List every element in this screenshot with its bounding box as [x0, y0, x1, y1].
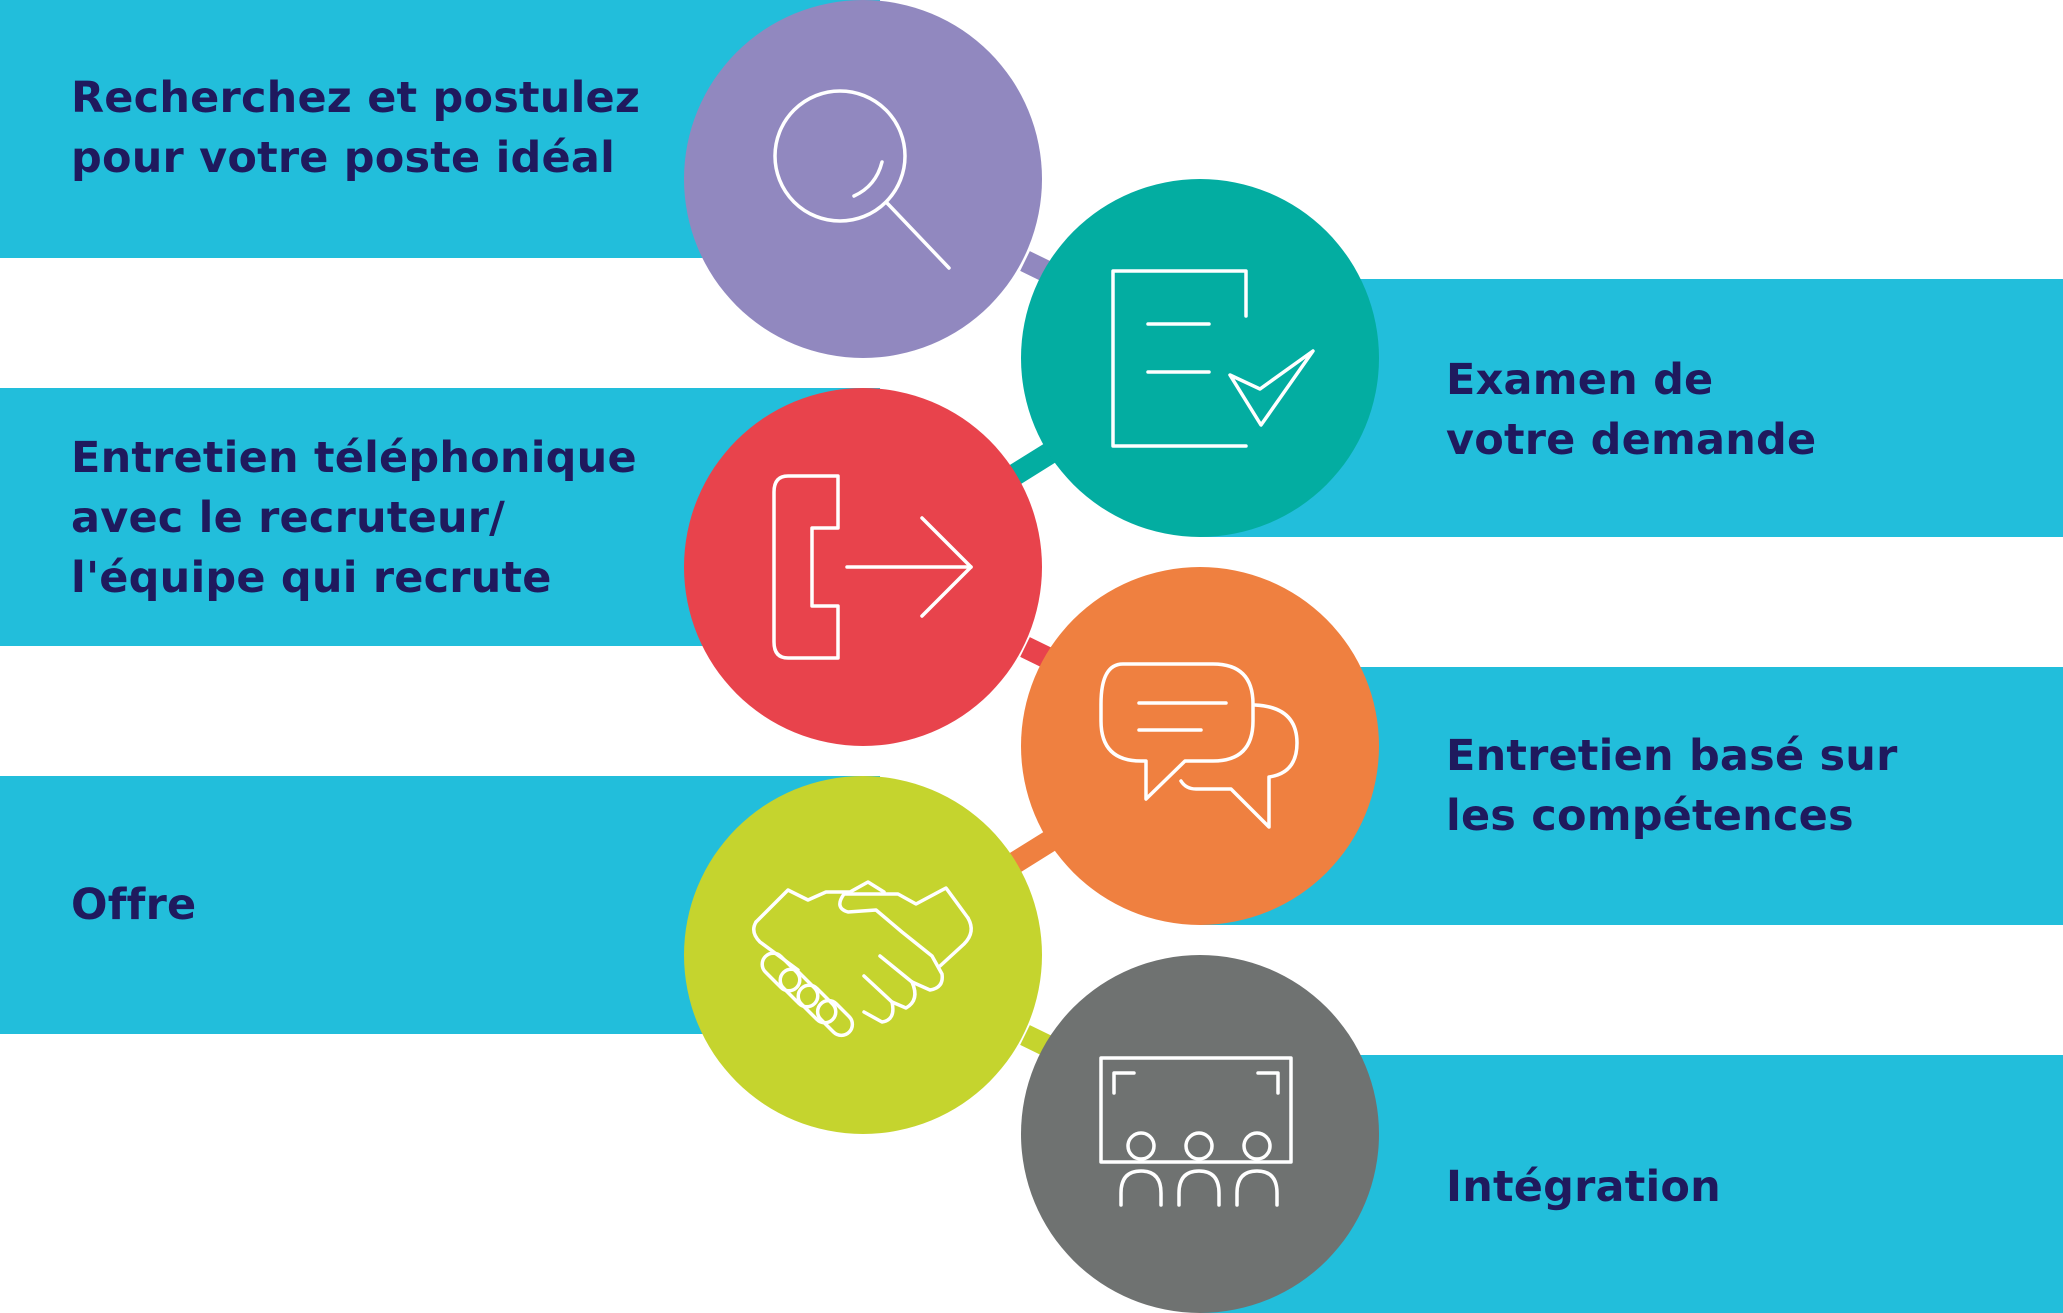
step-label-3: Entretien téléphonique avec le recruteur… [71, 433, 637, 603]
step-circle-3 [684, 388, 1042, 746]
speech-bubbles-icon [1099, 662, 1299, 829]
document-check-icon [1111, 269, 1315, 448]
handshake-icon [752, 880, 973, 1038]
presentation-people-icon [1099, 1056, 1293, 1207]
step-circle-1 [684, 0, 1042, 358]
phone-arrow-icon [772, 474, 973, 660]
step-label-6: Intégration [1446, 1162, 1721, 1212]
magnifier-icon [773, 89, 951, 270]
step-label-4: Entretien basé sur les compétences [1446, 731, 1898, 841]
step-label-5: Offre [71, 880, 197, 930]
step-circle-4 [1021, 567, 1379, 925]
step-label-2: Examen de votre demande [1446, 355, 1817, 465]
step-circle-2 [1021, 179, 1379, 537]
step-label-1: Recherchez et postulez pour votre poste … [71, 73, 641, 183]
step-circle-5 [684, 776, 1042, 1134]
step-circle-6 [1021, 955, 1379, 1313]
